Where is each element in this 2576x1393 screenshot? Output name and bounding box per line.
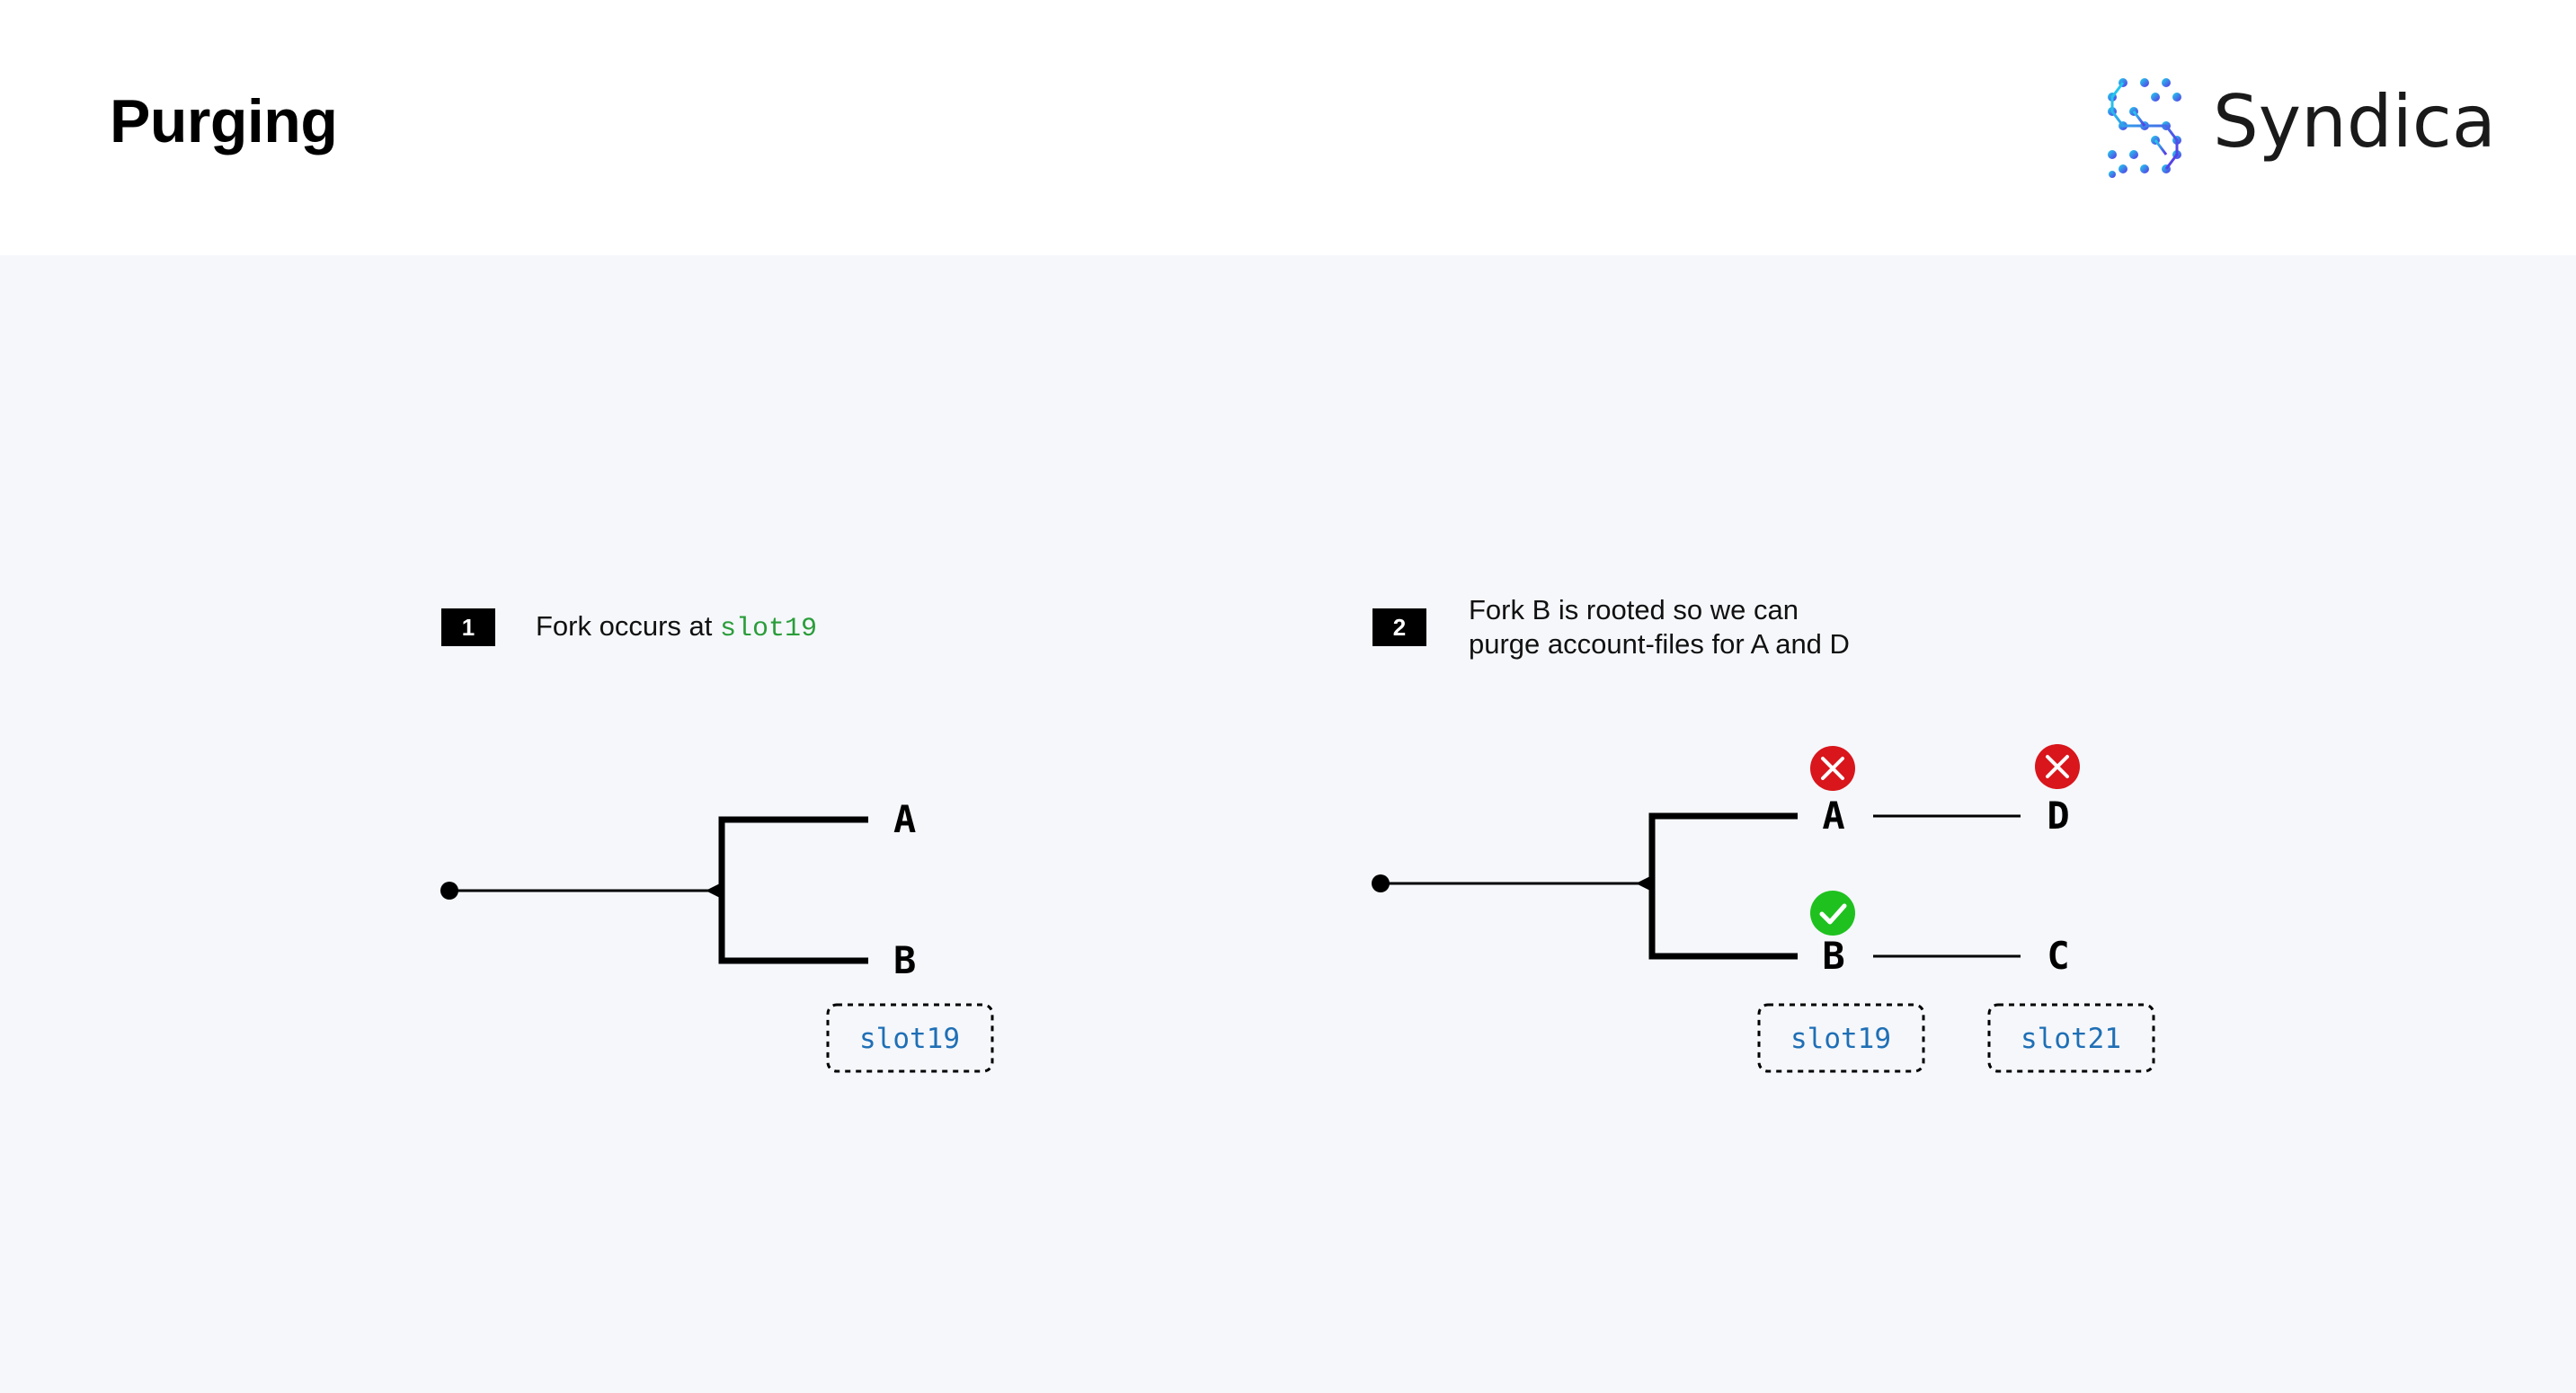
- x-circle-icon: [1810, 746, 1855, 791]
- brand-name: Syndica: [2213, 80, 2496, 164]
- step-2-badge: 2: [1372, 608, 1426, 646]
- diagram-2-slot-tag-2: slot21: [2021, 1023, 2121, 1055]
- diagram-2-slot-tag-1: slot19: [1790, 1023, 1891, 1055]
- step-2-caption-line2: purge account-files for A and D: [1469, 628, 1850, 660]
- diagram-1-node-a: A: [893, 797, 916, 841]
- diagram-2-node-b: B: [1822, 934, 1844, 978]
- diagram-1-fork-bracket: [718, 816, 868, 964]
- step-1-caption: Fork occurs at slot19: [536, 609, 817, 646]
- diagram-2-slot-tag-box-1: [1757, 1003, 1925, 1073]
- diagram-2-junction: [1636, 875, 1652, 892]
- diagram-2-node-a: A: [1822, 794, 1844, 838]
- step-2-caption-line1: Fork B is rooted so we can: [1469, 594, 1799, 626]
- brand-logo[interactable]: Syndica: [2105, 77, 2496, 182]
- step-2-caption: Fork B is rooted so we can purge account…: [1469, 593, 1850, 661]
- diagram-1-slot-tag: slot19: [859, 1023, 960, 1055]
- check-circle-icon: [1810, 891, 1855, 936]
- step-1-caption-text: Fork occurs at: [536, 610, 720, 642]
- diagram-2-fork-bracket: [1648, 812, 1798, 960]
- header: Purging: [0, 0, 2576, 255]
- diagram-1-node-b: B: [893, 938, 916, 982]
- diagram-1-junction: [706, 883, 722, 899]
- diagram-1: A B slot19: [440, 797, 994, 1073]
- diagram-1-slot-tag-box: [826, 1003, 994, 1073]
- x-circle-icon: [2035, 744, 2080, 789]
- step-1-badge: 1: [441, 608, 495, 646]
- page-title: Purging: [110, 87, 338, 155]
- diagram-2-slot-tag-box-2: [1987, 1003, 2155, 1073]
- diagram-2-node-d: D: [2047, 794, 2069, 838]
- diagram-2: A D B C slot19 slot21: [1372, 744, 2155, 1073]
- content-area: [0, 255, 2576, 1393]
- diagram-2-node-c: C: [2047, 934, 2069, 978]
- step-1-caption-code: slot19: [720, 614, 818, 644]
- syndica-logo-icon: [2108, 78, 2181, 178]
